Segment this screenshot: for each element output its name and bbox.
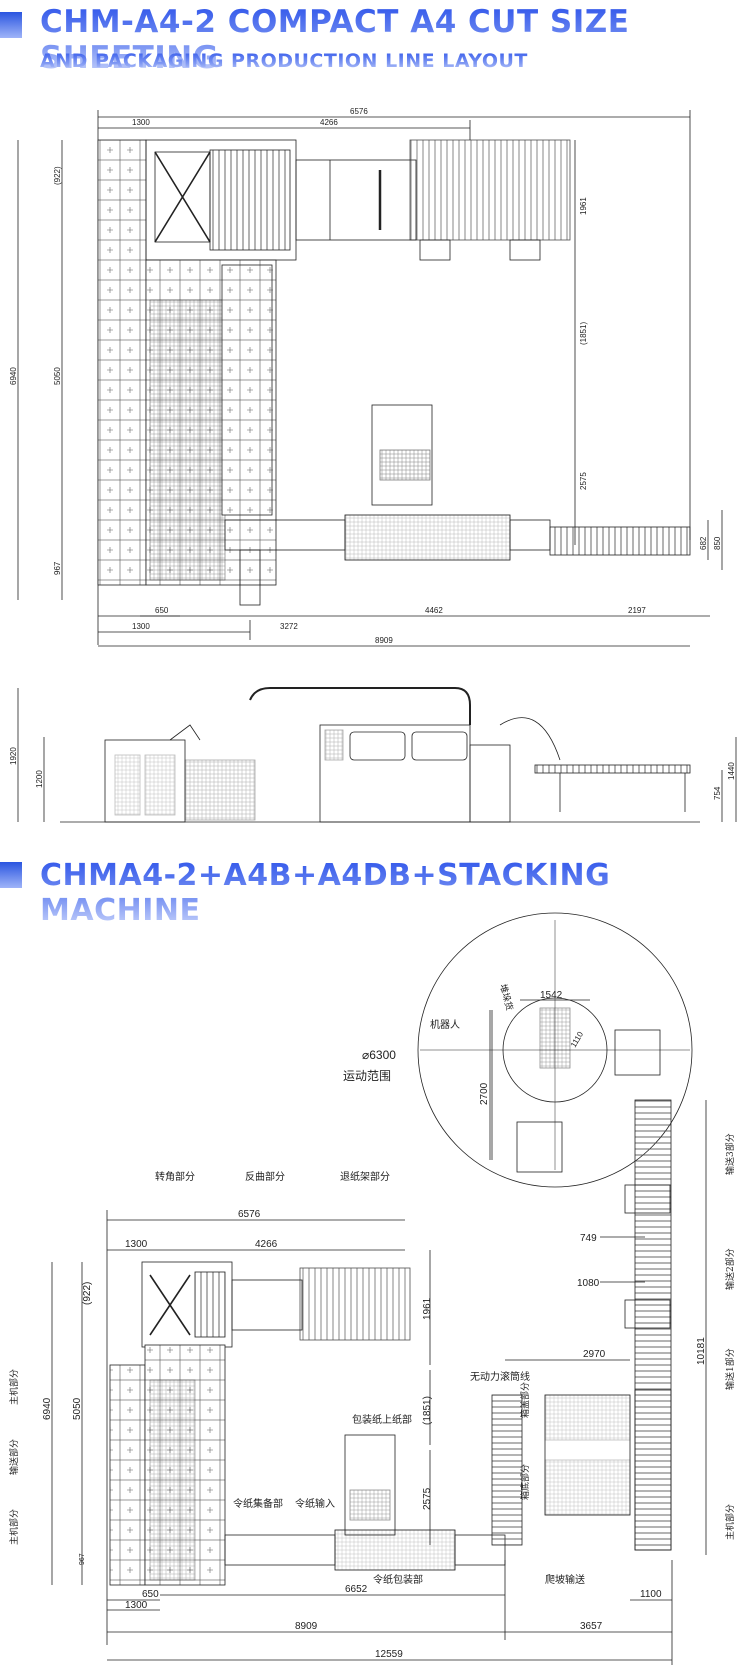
dim-1920: 1920 bbox=[9, 747, 18, 765]
dim-682: 682 bbox=[699, 536, 708, 550]
dim-6576: 6576 bbox=[350, 107, 368, 116]
dim-3272: 3272 bbox=[280, 622, 298, 631]
dim-1300: 1300 bbox=[132, 118, 150, 127]
dim-967: 967 bbox=[79, 1553, 86, 1565]
title-line-3: CHMA4-2+A4B+A4DB+STACKING MACHINE bbox=[40, 858, 750, 928]
dim-1961: 1961 bbox=[422, 1297, 433, 1320]
dim-1110: 1110 bbox=[569, 1030, 585, 1049]
label-box-cover: 箱盖部分 bbox=[519, 1382, 531, 1418]
label-unpowered-roller: 无动力滚筒线 bbox=[470, 1370, 530, 1383]
dim-967: 967 bbox=[53, 561, 62, 575]
label-main-unit-2: 主机部分 bbox=[8, 1509, 20, 1545]
label-ream-input: 令纸输入 bbox=[295, 1497, 335, 1510]
robot-range-circle bbox=[417, 912, 693, 1188]
dim-6652: 6652 bbox=[345, 1584, 368, 1595]
dim-2575: 2575 bbox=[579, 472, 588, 490]
label-wrap-paper-feed: 包装纸上纸部 bbox=[352, 1413, 412, 1426]
dim-1542: 1542 bbox=[540, 990, 563, 1001]
top-dimension-labels: 6576 1300 4266 (922) 1961 (1851) 6940 50… bbox=[9, 107, 722, 645]
title-line-1: CHM-A4-2 COMPACT A4 CUT SIZE SHEETING bbox=[40, 4, 750, 76]
dim-850: 850 bbox=[713, 536, 722, 550]
dim-6300: ⌀6300 bbox=[362, 1048, 396, 1062]
dim-1300-bottom: 1300 bbox=[132, 622, 150, 631]
dim-1300: 1300 bbox=[125, 1239, 148, 1250]
label-ramp-conveyor: 爬坡输送 bbox=[545, 1573, 585, 1586]
dim-754: 754 bbox=[713, 786, 722, 800]
label-ream-collect: 令纸集备部 bbox=[233, 1497, 283, 1510]
label-conv2: 输送2部分 bbox=[724, 1248, 736, 1290]
title-marker-2 bbox=[0, 862, 22, 888]
dim-650: 650 bbox=[142, 1589, 159, 1600]
label-motion-range: 运动范围 bbox=[343, 1069, 391, 1083]
dim-4266: 4266 bbox=[255, 1239, 278, 1250]
dim-922: (922) bbox=[53, 166, 62, 185]
dim-1440: 1440 bbox=[727, 762, 736, 780]
label-pallet: 堆垛货 bbox=[497, 983, 516, 1012]
label-main-unit-right: 主机部分 bbox=[724, 1504, 736, 1540]
dim-1080: 1080 bbox=[577, 1278, 600, 1289]
label-robot: 机器人 bbox=[430, 1018, 460, 1031]
side-dimension-labels: 1920 1200 1440 754 bbox=[9, 747, 736, 800]
dim-8909: 8909 bbox=[375, 636, 393, 645]
dim-2197: 2197 bbox=[628, 606, 646, 615]
dim-922: (922) bbox=[82, 1282, 93, 1305]
title-marker-1 bbox=[0, 12, 22, 38]
dim-3657: 3657 bbox=[580, 1621, 603, 1632]
dim-5050: 5050 bbox=[72, 1397, 83, 1420]
bottom-chinese-labels: 机器人 运动范围 堆垛货 转角部分 反曲部分 退纸架部分 包装纸上纸部 无动力滚… bbox=[8, 983, 736, 1586]
label-ream-pack: 令纸包装部 bbox=[373, 1573, 423, 1586]
label-main-unit: 主机部分 bbox=[8, 1369, 20, 1405]
dim-650: 650 bbox=[155, 606, 169, 615]
dim-1100: 1100 bbox=[640, 1589, 662, 1600]
dim-4462: 4462 bbox=[425, 606, 443, 615]
dim-1851: (1851) bbox=[422, 1396, 433, 1425]
dim-10181: 10181 bbox=[696, 1337, 707, 1365]
dim-2700: 2700 bbox=[479, 1082, 490, 1105]
label-retreat-rack: 退纸架部分 bbox=[340, 1170, 390, 1183]
dim-12559: 12559 bbox=[375, 1649, 403, 1660]
bottom-plan-view bbox=[51, 912, 707, 1665]
side-elevation-view bbox=[17, 687, 737, 823]
dim-2575: 2575 bbox=[422, 1487, 433, 1510]
label-reverse-curve: 反曲部分 bbox=[245, 1170, 285, 1183]
label-conveyor: 输送部分 bbox=[8, 1439, 20, 1475]
label-conv1: 输送1部分 bbox=[724, 1348, 736, 1390]
dim-6576: 6576 bbox=[238, 1209, 261, 1220]
dim-1961: 1961 bbox=[579, 197, 588, 215]
dim-1300-bottom: 1300 bbox=[125, 1600, 148, 1611]
dim-1200: 1200 bbox=[35, 770, 44, 788]
dim-2970: 2970 bbox=[583, 1349, 606, 1360]
dim-1851: (1851) bbox=[579, 322, 588, 345]
top-plan-view bbox=[17, 110, 723, 647]
dim-749: 749 bbox=[580, 1233, 597, 1244]
dim-8909: 8909 bbox=[295, 1621, 318, 1632]
dim-5050: 5050 bbox=[53, 367, 62, 385]
label-corner: 转角部分 bbox=[155, 1170, 195, 1183]
dim-6940: 6940 bbox=[42, 1397, 53, 1420]
dim-6940: 6940 bbox=[9, 367, 18, 385]
dim-4266: 4266 bbox=[320, 118, 338, 127]
bottom-dimension-labels: 1542 1110 2700 ⌀6300 6576 1300 4266 (922… bbox=[42, 990, 707, 1660]
title-line-2: AND PACKAGING PRODUCTION LINE LAYOUT bbox=[40, 50, 528, 72]
label-box-bottom: 箱底部分 bbox=[519, 1464, 531, 1500]
label-conv3: 输送3部分 bbox=[724, 1133, 736, 1175]
